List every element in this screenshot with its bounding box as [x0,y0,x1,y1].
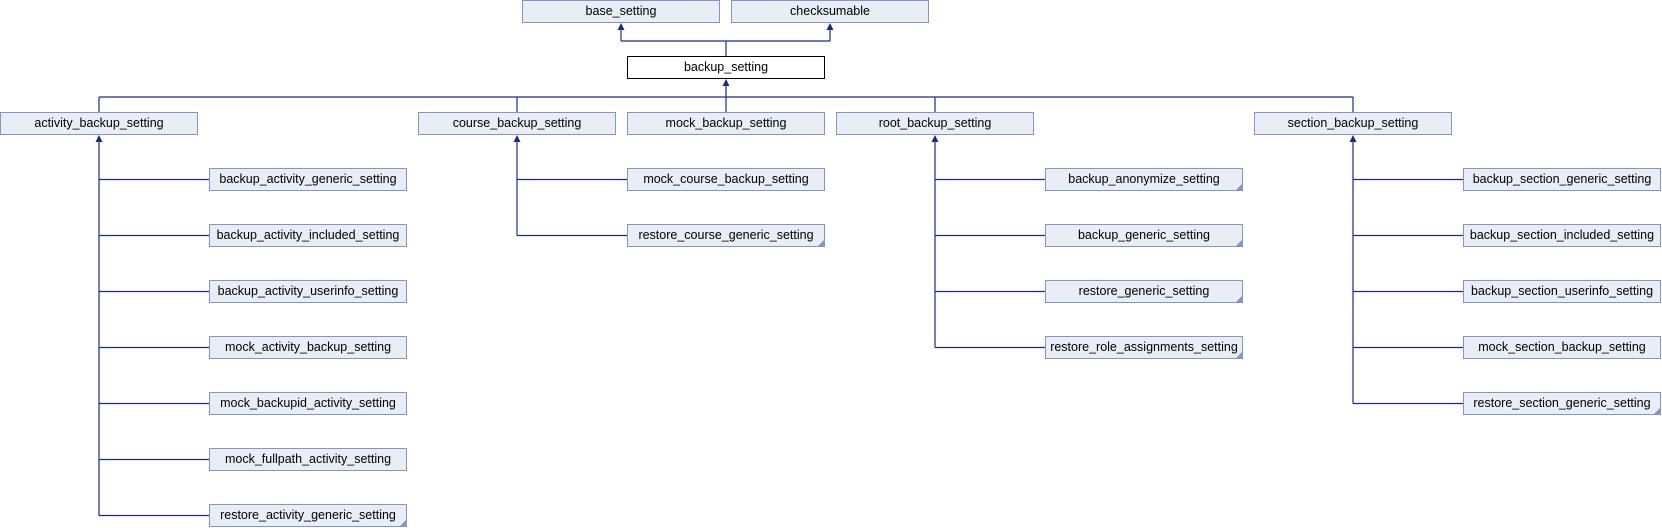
class-node-label: backup_anonymize_setting [1068,172,1220,186]
class-node-label: base_setting [585,4,657,18]
inheritance-arrow-icon [826,23,834,30]
class-node-activity-backup-setting[interactable]: activity_backup_setting [0,112,198,135]
class-node-label: course_backup_setting [452,116,582,130]
class-node-label: backup_setting [683,60,769,74]
truncated-marker-icon [1236,296,1242,302]
class-node-backup-generic-setting[interactable]: backup_generic_setting [1045,224,1243,247]
class-node-label: activity_backup_setting [34,116,164,130]
class-node-mock-backupid-activity-setting[interactable]: mock_backupid_activity_setting [209,392,407,415]
class-node-mock-course-backup-setting[interactable]: mock_course_backup_setting [627,168,825,191]
class-node-label: restore_section_generic_setting [1473,396,1651,410]
class-node-label: backup_activity_included_setting [216,228,400,242]
class-node-backup-section-userinfo-setting[interactable]: backup_section_userinfo_setting [1463,280,1661,303]
class-node-label: mock_backupid_activity_setting [220,396,396,410]
class-node-label: root_backup_setting [878,116,992,130]
class-node-label: restore_course_generic_setting [638,228,814,242]
class-node-label: restore_generic_setting [1078,284,1210,298]
class-node-label: section_backup_setting [1287,116,1419,130]
class-node-root-backup-setting[interactable]: root_backup_setting [836,112,1034,135]
class-node-backup-setting: backup_setting [627,56,825,79]
class-node-backup-activity-generic-setting[interactable]: backup_activity_generic_setting [209,168,407,191]
class-node-mock-section-backup-setting[interactable]: mock_section_backup_setting [1463,336,1661,359]
class-node-checksumable[interactable]: checksumable [731,0,929,23]
class-node-label: restore_activity_generic_setting [220,508,396,522]
class-node-backup-section-generic-setting[interactable]: backup_section_generic_setting [1463,168,1661,191]
class-node-label: mock_backup_setting [665,116,787,130]
truncated-marker-icon [1236,352,1242,358]
class-node-mock-activity-backup-setting[interactable]: mock_activity_backup_setting [209,336,407,359]
class-node-label: backup_section_included_setting [1469,228,1655,242]
truncated-marker-icon [1236,240,1242,246]
inheritance-arrow-icon [95,135,103,142]
truncated-marker-icon [1654,408,1660,414]
class-node-backup-anonymize-setting[interactable]: backup_anonymize_setting [1045,168,1243,191]
class-node-label: mock_section_backup_setting [1478,340,1646,354]
class-node-course-backup-setting[interactable]: course_backup_setting [418,112,616,135]
truncated-marker-icon [1236,184,1242,190]
class-node-backup-activity-userinfo-setting[interactable]: backup_activity_userinfo_setting [209,280,407,303]
class-node-label: mock_fullpath_activity_setting [224,452,392,466]
inheritance-arrow-icon [722,79,730,86]
truncated-marker-icon [400,520,406,526]
class-node-label: mock_activity_backup_setting [224,340,392,354]
class-node-restore-activity-generic-setting[interactable]: restore_activity_generic_setting [209,504,407,527]
class-node-mock-fullpath-activity-setting[interactable]: mock_fullpath_activity_setting [209,448,407,471]
class-node-backup-activity-included-setting[interactable]: backup_activity_included_setting [209,224,407,247]
class-node-label: backup_section_generic_setting [1472,172,1652,186]
class-node-restore-generic-setting[interactable]: restore_generic_setting [1045,280,1243,303]
class-node-label: backup_section_userinfo_setting [1470,284,1654,298]
class-node-label: checksumable [790,4,870,18]
class-node-mock-backup-setting[interactable]: mock_backup_setting [627,112,825,135]
class-node-label: mock_course_backup_setting [643,172,809,186]
class-node-label: backup_generic_setting [1077,228,1211,242]
inheritance-arrow-icon [1349,135,1357,142]
class-node-restore-role-assignments-setting[interactable]: restore_role_assignments_setting [1045,336,1243,359]
class-node-section-backup-setting[interactable]: section_backup_setting [1254,112,1452,135]
class-node-label: restore_role_assignments_setting [1050,340,1238,354]
inheritance-arrow-icon [931,135,939,142]
class-node-base-setting[interactable]: base_setting [522,0,720,23]
truncated-marker-icon [818,240,824,246]
inheritance-arrow-icon [617,23,625,30]
class-node-backup-section-included-setting[interactable]: backup_section_included_setting [1463,224,1661,247]
class-node-restore-course-generic-setting[interactable]: restore_course_generic_setting [627,224,825,247]
class-node-label: backup_activity_userinfo_setting [217,284,399,298]
class-node-restore-section-generic-setting[interactable]: restore_section_generic_setting [1463,392,1661,415]
class-node-label: backup_activity_generic_setting [219,172,397,186]
inheritance-arrow-icon [513,135,521,142]
